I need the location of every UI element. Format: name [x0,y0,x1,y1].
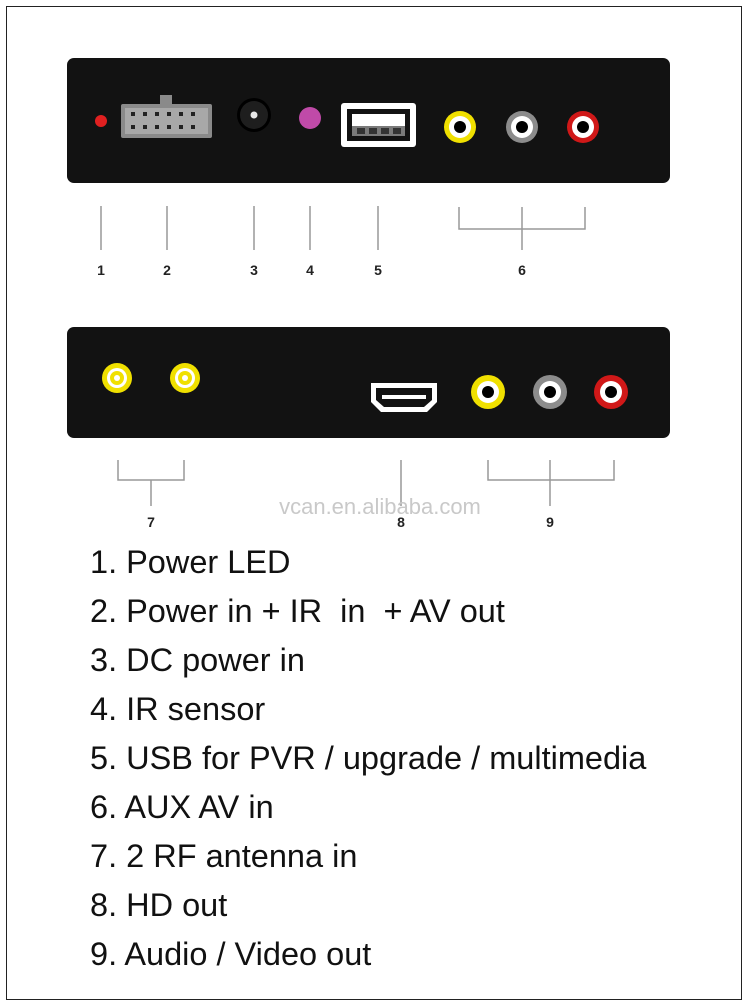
callout-3: 3 [250,262,258,278]
legend-item: 8. HD out [90,887,228,923]
port-legend: 1. Power LED 2. Power in + IR in + AV ou… [90,540,646,981]
rca-jack-icon [533,375,567,409]
hdmi-port-icon [371,383,437,412]
callout-9: 9 [546,514,554,530]
legend-item: 9. Audio / Video out [90,936,372,972]
legend-item: 2. Power in + IR in + AV out [90,593,505,629]
legend-item: 1. Power LED [90,544,291,580]
callout-6: 6 [518,262,526,278]
dc-jack-icon [237,98,271,132]
rf-antenna-jack-icon [170,363,200,393]
legend-item: 7. 2 RF antenna in [90,838,358,874]
watermark: vcan.en.alibaba.com [279,494,481,519]
callout-5: 5 [374,262,382,278]
diagram-frame [6,6,742,1000]
rca-jack-icon [506,111,538,143]
callout-2: 2 [163,262,171,278]
legend-item: 5. USB for PVR / upgrade / multimedia [90,740,647,776]
rca-jack-icon [444,111,476,143]
ir-sensor-icon [299,107,321,129]
rf-antenna-jack-icon [102,363,132,393]
callout-7: 7 [147,514,155,530]
leader-lines-front [100,206,586,250]
callout-8: 8 [397,514,405,530]
multi-pin-connector-icon [121,95,212,138]
rca-jack-icon [471,375,505,409]
legend-item: 6. AUX AV in [90,789,274,825]
legend-item: 4. IR sensor [90,691,266,727]
rca-jack-icon [567,111,599,143]
callout-1: 1 [97,262,105,278]
callout-4: 4 [306,262,314,278]
power-led-icon [95,115,107,127]
legend-item: 3. DC power in [90,642,305,678]
usb-port-icon [341,103,416,147]
rca-jack-icon [594,375,628,409]
leader-lines-rear [117,460,615,506]
